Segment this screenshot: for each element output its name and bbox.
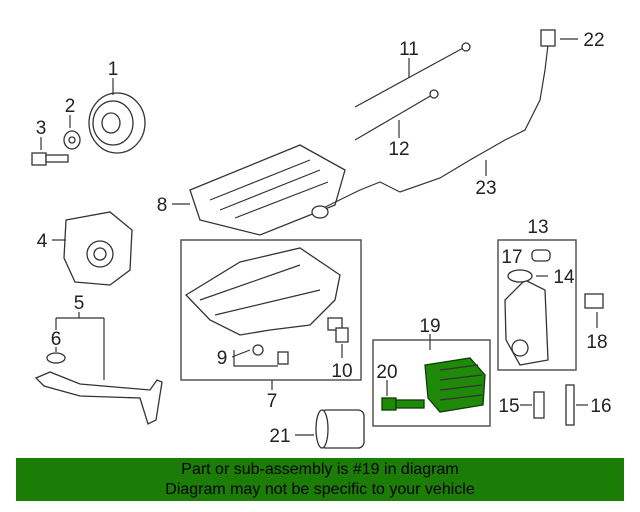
seal-17[interactable] [531,249,551,262]
callout-16: 16 [590,396,611,417]
timing-cover[interactable] [504,279,549,366]
bolt-15[interactable] [520,391,545,419]
oil-pickup-tube[interactable] [34,312,163,425]
callout-7: 7 [267,391,278,412]
callout-19: 19 [419,316,440,337]
callout-22: 22 [583,30,604,51]
oil-baffle[interactable] [172,144,346,236]
callout-12: 12 [388,139,409,160]
callout-17: 17 [501,247,522,268]
oil-cooler-group-box [372,339,491,427]
pulley-bolt[interactable] [31,137,69,166]
callout-15: 15 [498,396,519,417]
oil-pan-group-box [180,239,362,381]
oil-filter[interactable] [295,409,365,449]
callout-8: 8 [157,195,168,216]
oil-pump[interactable] [52,211,133,286]
callout-23: 23 [475,178,496,199]
callout-21: 21 [269,426,290,447]
oil-level-sensor[interactable] [327,317,349,358]
dipstick[interactable] [354,42,471,108]
callout-3: 3 [36,118,47,139]
callout-4: 4 [37,231,48,252]
oil-cooler[interactable] [424,334,486,413]
gasket-14[interactable] [507,269,548,283]
callout-13: 13 [527,217,548,238]
dipstick-tube[interactable] [354,89,439,141]
dipstick-guide-tube[interactable] [311,44,549,219]
callout-9: 9 [217,348,228,369]
drain-plug[interactable] [231,344,289,367]
crankshaft-pulley[interactable] [88,78,146,154]
callout-1: 1 [108,59,119,80]
callout-14: 14 [553,267,575,288]
callout-10: 10 [331,361,352,382]
info-banner: Part or sub-assembly is #19 in diagram D… [16,458,624,501]
oil-pressure-sensor[interactable] [584,293,604,328]
callout-5: 5 [74,293,85,314]
oil-pan[interactable] [184,247,341,390]
connector[interactable] [540,29,578,47]
washer[interactable] [63,115,81,150]
callout-2: 2 [65,96,76,117]
bolt-16[interactable] [565,384,588,426]
oil-cooler-bolt[interactable] [381,380,425,411]
timing-cover-group-box [497,239,577,371]
banner-line-1: Part or sub-assembly is #19 in diagram [181,461,459,478]
callout-20: 20 [376,362,397,383]
callout-11: 11 [399,39,419,60]
callout-6: 6 [51,329,62,350]
banner-line-2: Diagram may not be specific to your vehi… [165,481,475,498]
callout-18: 18 [586,332,607,353]
